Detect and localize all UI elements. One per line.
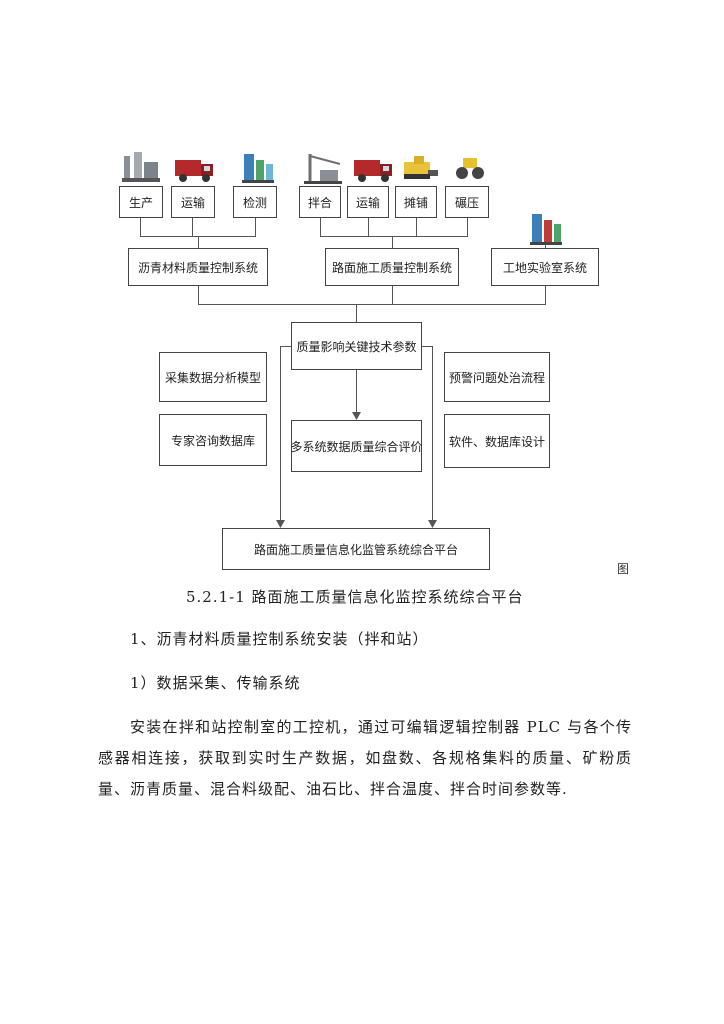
section-heading: 1、沥青材料质量控制系统安装（拌和站） bbox=[130, 630, 429, 648]
figure-caption: 5.2.1-1 路面施工质量信息化监控系统综合平台 bbox=[186, 588, 524, 606]
roller-icon bbox=[456, 158, 484, 179]
right-box-warning-process: 预警问题处治流程 bbox=[444, 352, 550, 402]
truck-icon bbox=[175, 160, 213, 182]
arrow-down-icon bbox=[352, 412, 361, 420]
figure-char: 图 bbox=[617, 562, 630, 576]
truck-icon bbox=[354, 160, 392, 182]
system-box-asphalt-material: 沥青材料质量控制系统 bbox=[128, 248, 268, 286]
left-box-data-model: 采集数据分析模型 bbox=[159, 352, 267, 402]
left-box-expert-database: 专家咨询数据库 bbox=[159, 414, 267, 466]
system-box-site-lab: 工地实验室系统 bbox=[491, 248, 599, 286]
right-box-software-design: 软件、数据库设计 bbox=[444, 414, 550, 468]
body-paragraph: 安装在拌和站控制室的工控机，通过可编辑逻辑控制器 PLC 与各个传感器相连接，获… bbox=[98, 718, 632, 798]
crane-icon bbox=[304, 154, 342, 184]
subsection-heading: 1）数据采集、传输系统 bbox=[130, 674, 301, 692]
plant-icon bbox=[122, 152, 160, 182]
stage-box-testing: 检测 bbox=[233, 186, 277, 218]
stage-box-transport: 运输 bbox=[171, 186, 215, 218]
system-box-pavement-construction: 路面施工质量控制系统 bbox=[325, 248, 459, 286]
stage-box-transport-2: 运输 bbox=[347, 186, 389, 218]
stage-box-rolling: 碾压 bbox=[445, 186, 489, 218]
stage-box-production: 生产 bbox=[119, 186, 163, 218]
lab-equipment-icon bbox=[530, 214, 562, 245]
paver-icon bbox=[404, 156, 438, 179]
stage-box-paving: 摊铺 bbox=[395, 186, 437, 218]
lab-equipment-icon bbox=[242, 154, 274, 183]
comprehensive-evaluation-box: 多系统数据质量综合评价 bbox=[291, 420, 423, 472]
key-parameters-box: 质量影响关键技术参数 bbox=[291, 322, 422, 370]
stage-box-mixing: 拌合 bbox=[299, 186, 341, 218]
integrated-platform-box: 路面施工质量信息化监管系统综合平台 bbox=[222, 528, 490, 570]
